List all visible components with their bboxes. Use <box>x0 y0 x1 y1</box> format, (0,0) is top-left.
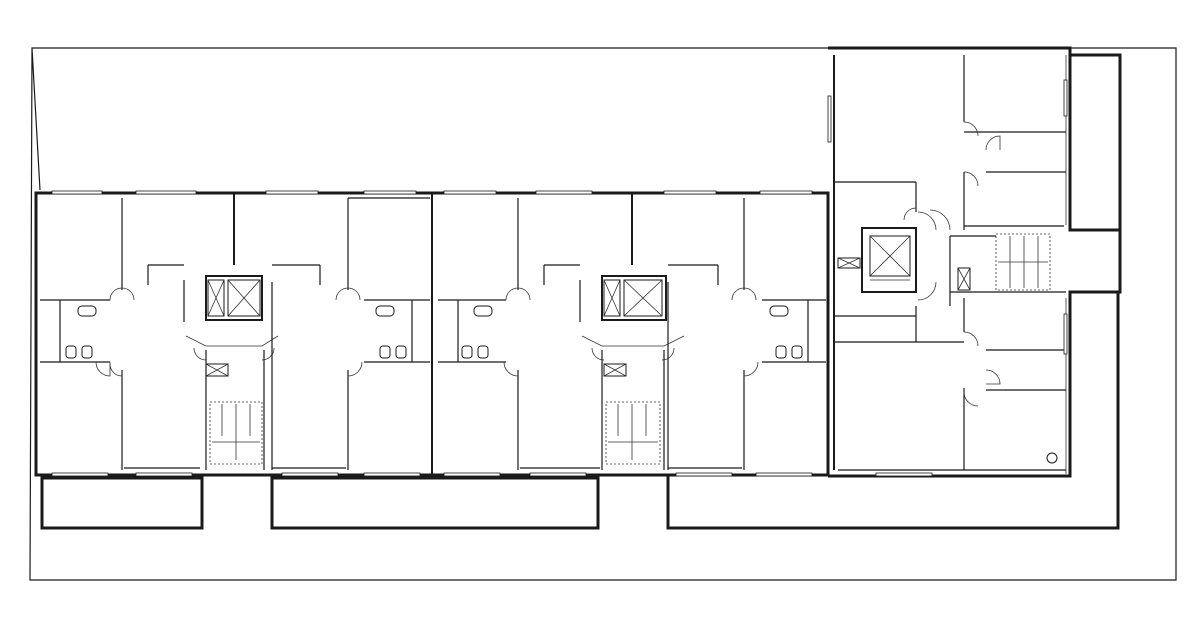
windows-north <box>51 190 813 195</box>
windows-south <box>51 472 933 477</box>
door-swing <box>505 287 519 301</box>
door-swing <box>335 287 349 301</box>
door-swing <box>731 287 745 301</box>
door-swing <box>517 287 531 301</box>
door-swing <box>743 361 759 377</box>
building-outline-east <box>828 46 1122 478</box>
staircase-icon <box>605 401 661 465</box>
bidet-icon <box>81 345 93 359</box>
balcony-1 <box>40 476 204 530</box>
unit-d <box>667 198 826 470</box>
door-swing <box>963 121 979 137</box>
unit-a <box>40 198 200 470</box>
staircase-icon <box>995 233 1051 291</box>
door-swing <box>985 135 1001 151</box>
sink-icon <box>473 305 493 317</box>
sink-icon <box>769 305 789 317</box>
door-swing <box>503 361 519 377</box>
stair-core-3 <box>861 227 917 293</box>
unit-e <box>834 55 1066 471</box>
unit-b <box>271 197 430 470</box>
door-swing <box>963 171 979 187</box>
door-swing <box>347 361 363 377</box>
door-swing <box>929 209 951 231</box>
door-swing <box>917 281 937 301</box>
door-swing <box>109 363 123 377</box>
balcony-2 <box>270 476 600 530</box>
site-boundary <box>29 47 1177 581</box>
balcony-4 <box>1070 53 1122 230</box>
bidet-icon <box>477 345 489 359</box>
door-swing <box>347 287 361 301</box>
sink-icon <box>77 305 97 317</box>
windows-east-wing <box>827 79 1068 355</box>
door-swing <box>95 361 111 377</box>
door-swing <box>121 287 135 301</box>
door-swing <box>985 369 1001 385</box>
balcony-3 <box>666 292 1120 530</box>
sink-icon <box>375 305 395 317</box>
door-swing <box>743 287 757 301</box>
door-swing <box>963 391 979 407</box>
staircase-icon <box>209 401 263 465</box>
toilet-icon <box>461 345 473 359</box>
stair-core-2 <box>581 275 685 470</box>
door-swing <box>917 211 937 231</box>
bidet-icon <box>395 345 407 359</box>
toilet-icon <box>379 345 391 359</box>
door-swing <box>109 287 123 301</box>
bidet-icon <box>791 345 803 359</box>
door-swing <box>963 331 979 347</box>
toilet-icon <box>65 345 77 359</box>
stair-core-1 <box>185 275 279 470</box>
unit-c <box>438 198 600 470</box>
toilet-icon <box>775 345 787 359</box>
door-swing <box>903 207 917 221</box>
column-icon <box>1046 452 1058 464</box>
